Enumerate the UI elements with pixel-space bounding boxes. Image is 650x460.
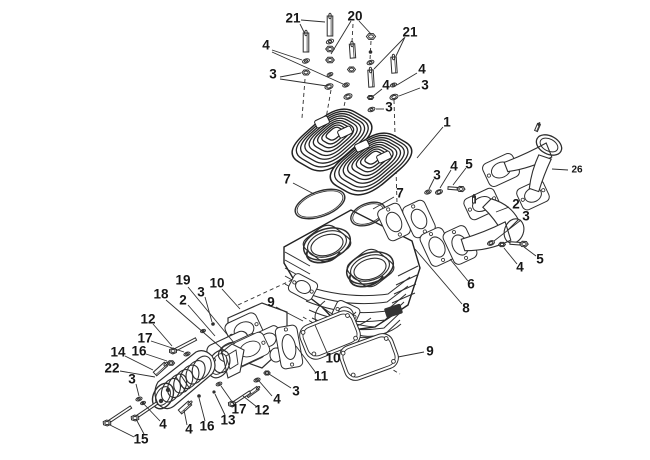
svg-text:4: 4: [516, 260, 524, 275]
svg-text:21: 21: [402, 25, 418, 40]
svg-text:18: 18: [153, 287, 169, 302]
svg-text:14: 14: [110, 345, 126, 360]
svg-text:4: 4: [273, 392, 281, 407]
svg-text:13: 13: [220, 413, 236, 428]
svg-text:3: 3: [522, 209, 530, 224]
svg-text:5: 5: [465, 157, 473, 172]
svg-text:3: 3: [385, 100, 393, 115]
svg-text:11: 11: [314, 369, 329, 384]
svg-text:16: 16: [199, 419, 215, 434]
svg-text:16: 16: [131, 344, 147, 359]
svg-text:4: 4: [185, 422, 193, 437]
svg-text:17: 17: [231, 402, 246, 417]
svg-text:10: 10: [325, 351, 340, 366]
svg-text:7: 7: [396, 186, 404, 201]
svg-text:6: 6: [467, 277, 475, 292]
svg-text:4: 4: [382, 78, 390, 93]
svg-text:8: 8: [462, 301, 470, 316]
svg-text:2: 2: [179, 293, 187, 308]
svg-text:4: 4: [418, 62, 426, 77]
svg-text:3: 3: [292, 384, 300, 399]
svg-text:20: 20: [347, 9, 362, 24]
svg-text:12: 12: [140, 312, 155, 327]
svg-text:10: 10: [209, 276, 224, 291]
svg-text:3: 3: [269, 67, 277, 82]
svg-text:3: 3: [128, 372, 136, 387]
svg-text:9: 9: [426, 344, 434, 359]
svg-text:7: 7: [283, 172, 291, 187]
svg-text:1: 1: [443, 115, 451, 130]
svg-text:9: 9: [267, 295, 275, 310]
svg-text:4: 4: [159, 417, 167, 432]
svg-text:19: 19: [175, 273, 190, 288]
svg-text:22: 22: [104, 361, 119, 376]
svg-text:26: 26: [571, 165, 583, 176]
svg-text:2: 2: [512, 197, 520, 212]
svg-text:15: 15: [133, 432, 149, 447]
svg-text:4: 4: [450, 159, 458, 174]
svg-text:4: 4: [262, 38, 270, 53]
svg-text:3: 3: [421, 78, 429, 93]
svg-text:3: 3: [197, 285, 205, 300]
svg-text:5: 5: [536, 252, 544, 267]
svg-text:12: 12: [254, 403, 269, 418]
svg-text:3: 3: [433, 168, 441, 183]
svg-text:17: 17: [137, 331, 152, 346]
svg-text:21: 21: [285, 11, 301, 26]
